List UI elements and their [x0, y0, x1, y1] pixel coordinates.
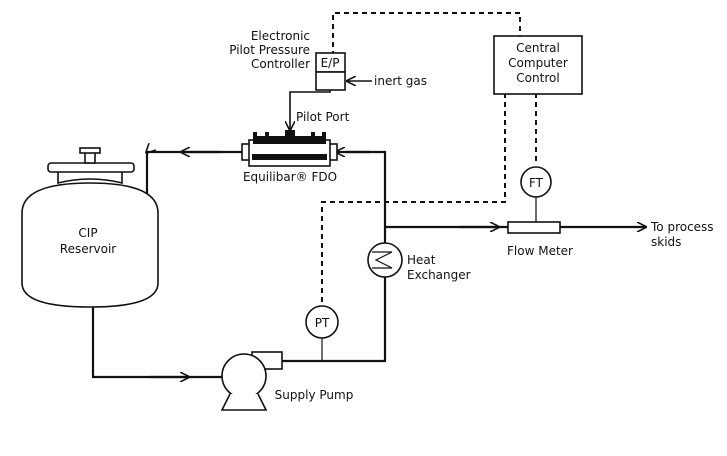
heat-exchanger-icon — [367, 242, 403, 278]
signal-line-central-to-pt — [321, 93, 506, 305]
supply-pump-label: Supply Pump — [275, 388, 354, 402]
central-label-line-3: Control — [516, 71, 559, 85]
ft-instrument-circle — [520, 166, 552, 198]
pilot-port-label: Pilot Port — [296, 110, 350, 124]
flow-meter-body — [507, 221, 561, 234]
fdo-label: Equilibar® FDO — [243, 170, 337, 184]
pt-label: PT — [315, 316, 330, 330]
pipe-reservoir-to-pump — [91, 307, 232, 379]
pilot-regulator-box — [315, 71, 346, 91]
pipe-pump-to-hx — [280, 277, 387, 363]
central-label-line-2: Computer — [508, 56, 568, 70]
ft-label: FT — [529, 176, 544, 190]
signal-line-central-to-ep — [332, 12, 521, 55]
supply-pump-icon — [220, 351, 283, 411]
controller-label-line-1: Electronic — [251, 29, 310, 43]
to-process-label-line-1: To process — [650, 220, 714, 234]
reservoir-label-line-1: CIP — [78, 226, 97, 240]
inert-gas-label: inert gas — [374, 74, 427, 88]
to-process-label-line-2: skids — [651, 235, 681, 249]
equilibar-fdo-valve-icon — [241, 130, 338, 167]
heat-exchanger-label-line-2: Exchanger — [407, 268, 471, 282]
controller-label-line-3: Controller — [251, 57, 310, 71]
reservoir-label-line-2: Reservoir — [60, 242, 117, 256]
central-label-line-1: Central — [516, 41, 560, 55]
flow-meter-label: Flow Meter — [507, 244, 573, 258]
central-computer-control-box — [493, 35, 583, 95]
cip-reservoir-icon — [21, 147, 159, 308]
heat-exchanger-label-line-1: Heat — [407, 253, 436, 267]
ep-label: E/P — [321, 56, 340, 70]
pipe-hx-to-fdo — [345, 150, 387, 243]
controller-label-line-2: Pilot Pressure — [229, 43, 310, 57]
pipe-fdo-to-reservoir — [147, 152, 242, 194]
pilot-line-arrow — [290, 90, 331, 129]
pt-instrument-circle — [305, 305, 339, 339]
